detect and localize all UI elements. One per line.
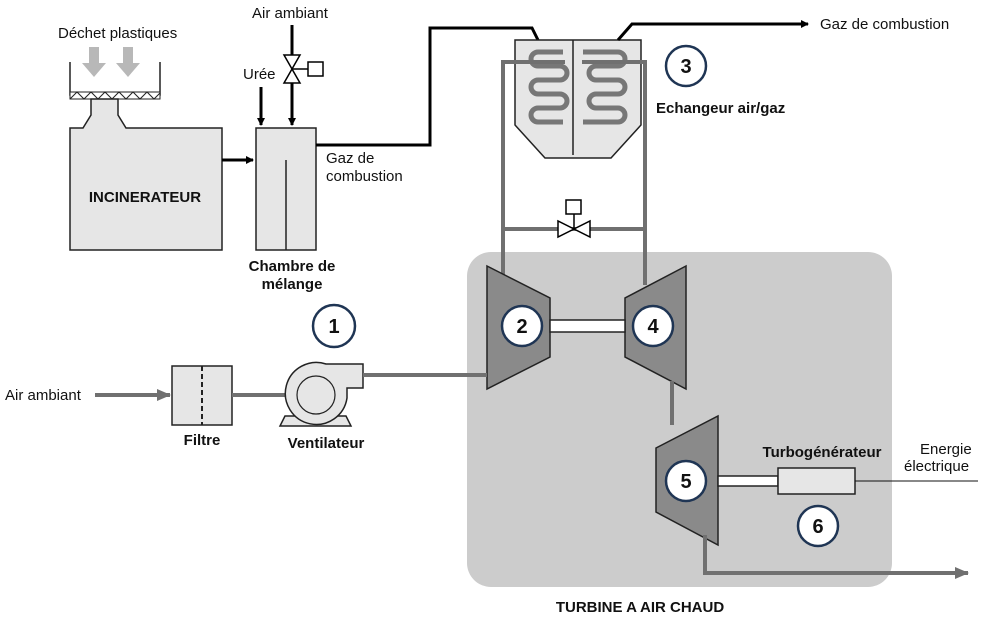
valve-ambient-air (282, 54, 324, 84)
pipe-exhaust (703, 535, 969, 579)
turbine-block-label: TURBINE A AIR CHAUD (556, 599, 724, 616)
incinerator-label: INCINERATEUR (89, 189, 201, 206)
mixing-label-line1: Chambre de (249, 258, 336, 275)
badge-6: 6 (796, 504, 840, 548)
pipe-flue-gas-to-exchanger (316, 26, 540, 147)
flue-gas-label-line1: Gaz de (326, 150, 374, 167)
badge-4-number: 4 (647, 316, 659, 338)
pipe-exchanger-left (501, 60, 565, 285)
pipe-flue-gas-out (616, 20, 809, 41)
fan (278, 361, 364, 427)
shaft-5-6 (717, 475, 779, 487)
badge-5: 5 (664, 459, 708, 503)
shaft-2-4 (549, 319, 626, 333)
badge-2-number: 2 (516, 316, 527, 338)
ambient-air-top-label: Air ambiant (252, 5, 329, 22)
badge-3-number: 3 (680, 56, 691, 78)
exchanger (514, 39, 642, 159)
badge-6-number: 6 (812, 516, 823, 538)
urea-label: Urée (243, 66, 276, 83)
ambient-air-left-label: Air ambiant (5, 387, 82, 404)
exchanger-coil-left (528, 49, 570, 125)
filter-label: Filtre (184, 432, 221, 449)
badge-2: 2 (500, 304, 544, 348)
incinerator-hopper (69, 62, 161, 100)
fan-label: Ventilateur (288, 435, 365, 452)
pipe-exchanger-right (582, 60, 647, 285)
exchanger-label: Echangeur air/gaz (656, 100, 785, 117)
badge-1: 1 (311, 303, 357, 349)
turbogen-label: Turbogénérateur (763, 444, 882, 461)
turbine-panel (467, 252, 892, 587)
waste-arrows (82, 47, 140, 77)
badge-1-number: 1 (328, 316, 339, 338)
badge-3: 3 (664, 44, 708, 88)
exchanger-coil-right (583, 49, 628, 125)
turbogenerator (777, 467, 856, 495)
flue-gas-label-line2: combustion (326, 168, 403, 185)
energy-label-line1: Energie (920, 441, 972, 458)
flue-gas-out-label: Gaz de combustion (820, 16, 949, 33)
energy-label-line2: électrique (904, 458, 969, 475)
valve-bypass (557, 199, 591, 239)
badge-5-number: 5 (680, 471, 691, 493)
waste-label: Déchet plastiques (58, 25, 177, 42)
mixing-label-line2: mélange (262, 276, 323, 293)
badge-4: 4 (631, 304, 675, 348)
incinerator (69, 98, 223, 251)
